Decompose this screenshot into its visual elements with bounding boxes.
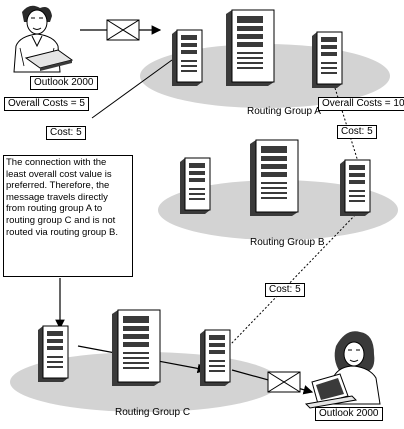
note-line: routing group C and is not: [6, 214, 116, 226]
server-icon: [249, 139, 299, 217]
note-line: preferred. Therefore, the: [6, 180, 110, 192]
note-line: message travels directly: [6, 191, 108, 203]
routing-group-c-label: Routing Group C: [115, 407, 191, 418]
server-icon: [225, 9, 275, 87]
envelope-icon: [106, 19, 140, 41]
server-icon: [311, 31, 343, 89]
overall-costs-right-label: Overall Costs = 10: [318, 97, 404, 111]
routing-group-b-label: Routing Group B: [250, 237, 325, 248]
server-icon: [111, 309, 161, 387]
cost-label-ac: Cost: 5: [46, 126, 86, 140]
man-with-laptop-icon: [13, 5, 74, 73]
server-icon: [171, 29, 203, 87]
note-line: The connection with the: [6, 157, 107, 168]
server-icon: [339, 159, 371, 217]
woman-with-laptop-icon: [304, 331, 381, 409]
cost-label-bc: Cost: 5: [265, 283, 305, 297]
routing-group-a-label: Routing Group A: [247, 106, 321, 117]
server-icon: [199, 329, 231, 387]
server-icon: [37, 325, 69, 383]
note-line: least overall cost value is: [6, 168, 112, 180]
server-icon: [179, 157, 211, 215]
connection-b-to-c: [229, 211, 359, 346]
note-line: from routing group A to: [6, 203, 103, 215]
cost-label-ab: Cost: 5: [337, 125, 377, 139]
note-line: routed via routing group B.: [6, 226, 118, 238]
client-label-top: Outlook 2000: [30, 76, 98, 90]
explanation-note: The connection with the least overall co…: [3, 155, 133, 277]
connection-a-to-c: [91, 59, 173, 119]
envelope-icon: [267, 371, 301, 393]
overall-costs-left-label: Overall Costs = 5: [4, 97, 89, 111]
client-label-bottom: Outlook 2000: [315, 407, 383, 421]
